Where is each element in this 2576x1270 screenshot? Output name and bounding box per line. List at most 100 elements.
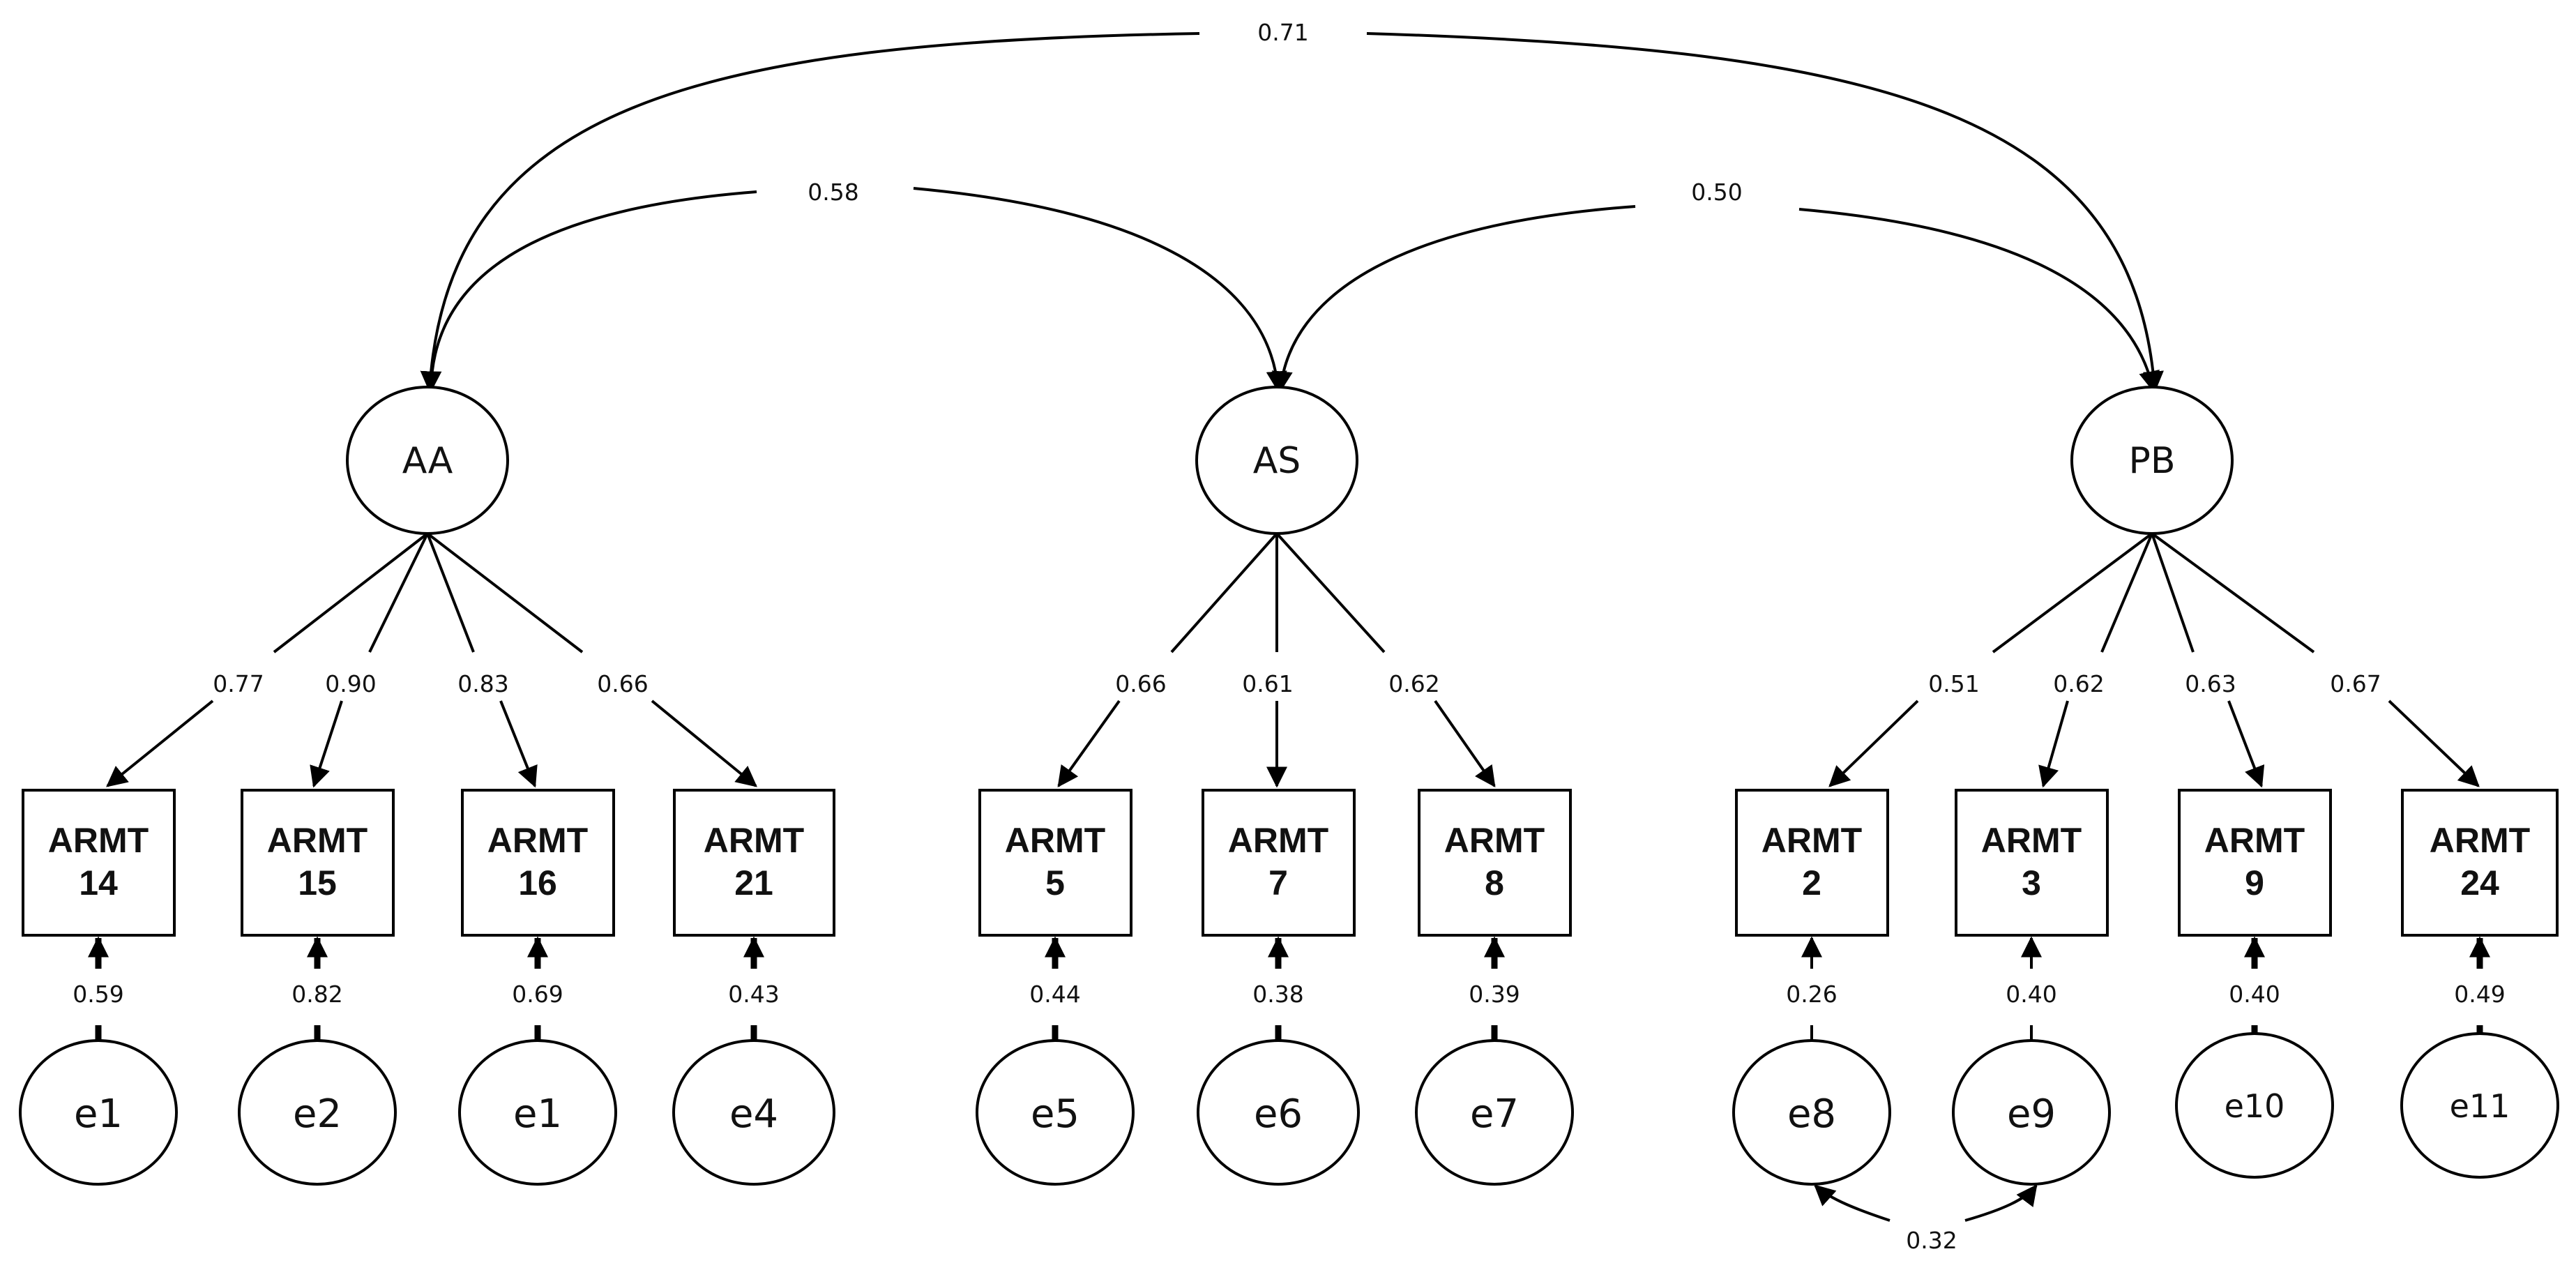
error-term-e5: e5 — [976, 1039, 1135, 1186]
error-label: e8 — [1787, 1091, 1836, 1137]
loading-label: 0.62 — [2053, 670, 2104, 697]
error-label: e7 — [1470, 1091, 1519, 1137]
error-coef-label: 0.69 — [512, 981, 563, 1008]
indicator-label-line1: ARMT — [48, 821, 149, 860]
indicator-label-line1: ARMT — [1444, 821, 1545, 860]
indicator-label-line2: 9 — [2245, 863, 2264, 902]
indicator-label-line1: ARMT — [1005, 821, 1105, 860]
indicator-armt-8: ARMT 8 — [1418, 789, 1572, 937]
corr-curve-as-pb — [1798, 208, 2160, 393]
error-term-e2: e2 — [238, 1039, 397, 1186]
indicator-label-line2: 7 — [1268, 863, 1288, 902]
latent-factor-pb: PB — [2070, 386, 2234, 535]
error-term-e10: e10 — [2175, 1032, 2334, 1179]
indicator-armt-16: ARMT 16 — [461, 789, 615, 937]
corr-label-as-pb: 0.50 — [1691, 179, 1742, 206]
indicator-label-line2: 15 — [298, 863, 337, 902]
error-term-e1: e1 — [19, 1039, 178, 1186]
indicator-label-line2: 8 — [1485, 863, 1504, 902]
error-term-e7: e7 — [1415, 1039, 1574, 1186]
error-label: e1 — [513, 1091, 562, 1137]
error-coef-label: 0.43 — [728, 981, 779, 1008]
latent-label-as: AS — [1253, 440, 1301, 482]
error-coef-label: 0.39 — [1469, 981, 1520, 1008]
error-term-e11: e11 — [2400, 1032, 2559, 1179]
indicator-label-line1: ARMT — [267, 821, 368, 860]
error-label: e9 — [2007, 1091, 2056, 1137]
error-label: e10 — [2225, 1087, 2285, 1125]
error-label: e6 — [1254, 1091, 1303, 1137]
indicator-armt-24: ARMT 24 — [2401, 789, 2559, 937]
corr-curve-aa-as — [913, 187, 1287, 393]
error-label: e5 — [1031, 1091, 1079, 1137]
loading-labels: 0.77 0.90 0.83 0.66 0.66 0.61 0.62 0.51 … — [213, 670, 2381, 697]
corr-curve-as-pb — [1271, 205, 1636, 393]
indicator-armt-9: ARMT 9 — [2178, 789, 2332, 937]
error-label: e2 — [293, 1091, 342, 1137]
latent-factor-as: AS — [1195, 386, 1358, 535]
indicator-label-line2: 14 — [79, 863, 118, 902]
indicator-armt-5: ARMT 5 — [978, 789, 1132, 937]
corr-label-aa-pb: 0.71 — [1257, 19, 1308, 46]
error-coef-label: 0.59 — [73, 981, 123, 1008]
indicator-label-line1: ARMT — [2430, 821, 2530, 860]
error-coef-label: 0.38 — [1252, 981, 1303, 1008]
error-coef-label: 0.44 — [1029, 981, 1080, 1008]
indicator-label-line1: ARMT — [1761, 821, 1862, 860]
latent-label-aa: AA — [402, 440, 453, 482]
indicator-label-line2: 2 — [1802, 863, 1821, 902]
indicator-armt-3: ARMT 3 — [1955, 789, 2109, 937]
error-coef-label: 0.82 — [291, 981, 342, 1008]
loading-paths — [106, 532, 2480, 788]
indicator-label-line1: ARMT — [1981, 821, 2082, 860]
indicator-label-line2: 21 — [734, 863, 773, 902]
error-label: e11 — [2450, 1087, 2510, 1125]
loading-label: 0.51 — [1928, 670, 1979, 697]
loading-label: 0.67 — [2330, 670, 2381, 697]
error-covariance-curve — [1964, 1184, 2038, 1222]
corr-curve-aa-pb — [420, 32, 1200, 393]
error-coef-label: 0.40 — [2006, 981, 2056, 1008]
indicator-label-line2: 5 — [1045, 863, 1065, 902]
corr-curve-aa-pb — [1366, 32, 2164, 393]
loading-label: 0.63 — [2185, 670, 2236, 697]
corr-label-aa-as: 0.58 — [808, 179, 858, 206]
error-covariance-curve — [1814, 1184, 1891, 1222]
corr-curve-aa-as — [421, 190, 757, 393]
error-coef-label: 0.49 — [2454, 981, 2505, 1008]
loading-label: 0.90 — [325, 670, 376, 697]
loading-label: 0.83 — [457, 670, 508, 697]
indicator-label-line1: ARMT — [1228, 821, 1328, 860]
loading-label: 0.66 — [597, 670, 648, 697]
error-term-e9: e9 — [1952, 1039, 2111, 1186]
indicator-armt-7: ARMT 7 — [1202, 789, 1356, 937]
indicator-label-line2: 24 — [2460, 863, 2499, 902]
indicator-armt-21: ARMT 21 — [673, 789, 835, 937]
error-term-e8: e8 — [1732, 1039, 1891, 1186]
loading-label: 0.61 — [1242, 670, 1293, 697]
indicator-label-line2: 16 — [518, 863, 557, 902]
error-coef-label: 0.40 — [2229, 981, 2280, 1008]
indicator-label-line1: ARMT — [2204, 821, 2305, 860]
error-term-e1-second: e1 — [458, 1039, 617, 1186]
error-label: e4 — [729, 1091, 778, 1137]
latent-label-pb: PB — [2128, 440, 2175, 482]
error-term-e4: e4 — [672, 1039, 835, 1186]
indicator-label-line1: ARMT — [487, 821, 588, 860]
loading-label: 0.62 — [1388, 670, 1439, 697]
latent-factor-aa: AA — [346, 386, 509, 535]
error-coef-label: 0.26 — [1786, 981, 1837, 1008]
loading-label: 0.66 — [1115, 670, 1166, 697]
error-term-e6: e6 — [1197, 1039, 1360, 1186]
error-path-labels: 0.59 0.82 0.69 0.43 0.44 0.38 0.39 0.26 … — [73, 981, 2505, 1008]
indicator-armt-15: ARMT 15 — [241, 789, 395, 937]
loading-label: 0.77 — [213, 670, 264, 697]
indicator-label-line2: 3 — [2022, 863, 2041, 902]
indicator-armt-2: ARMT 2 — [1735, 789, 1889, 937]
indicator-armt-14: ARMT 14 — [22, 789, 176, 937]
error-covariance-label: 0.32 — [1906, 1227, 1957, 1254]
indicator-label-line1: ARMT — [704, 821, 804, 860]
error-label: e1 — [74, 1091, 123, 1137]
error-paths — [88, 936, 2490, 1041]
